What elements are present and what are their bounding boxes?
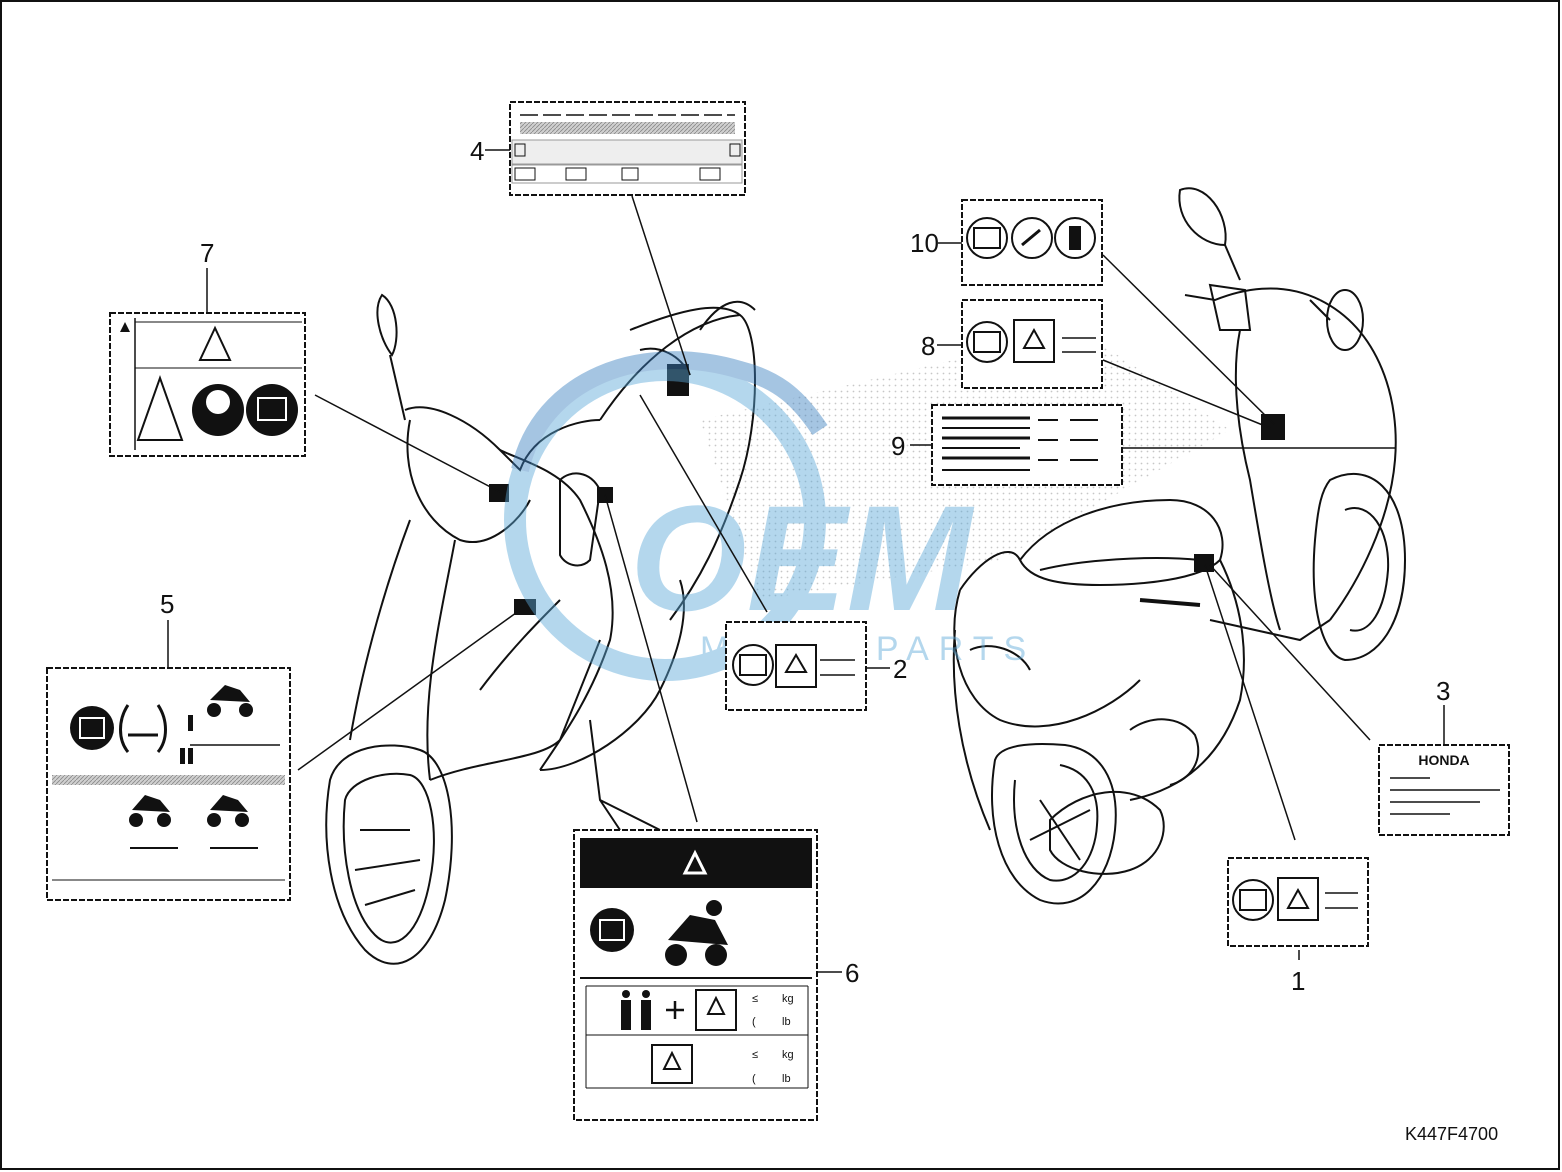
label-6: ≤ kg ( lb ≤ kg ( lb xyxy=(573,829,818,1121)
callout-4: 4 xyxy=(470,136,484,166)
unit-lb-2: lb xyxy=(782,1073,791,1085)
drawing-code: K447F4700 xyxy=(1405,1124,1498,1144)
callout-10: 10 xyxy=(910,228,939,258)
unit-kg: kg xyxy=(782,993,794,1005)
luggage-icon-2 xyxy=(651,1044,693,1084)
leader-lines xyxy=(297,195,1395,960)
label-9 xyxy=(931,404,1123,486)
scooter-front-view xyxy=(325,293,756,965)
label-10 xyxy=(961,199,1103,286)
luggage-weight-icon xyxy=(775,644,817,688)
callout-3: 3 xyxy=(1436,676,1450,706)
motorcycle-icon-2 xyxy=(129,795,171,827)
callout-6: 6 xyxy=(845,958,859,988)
label-3: HONDA xyxy=(1378,744,1510,836)
motorcycle-icon-3 xyxy=(207,795,249,827)
unit-lb: lb xyxy=(782,1016,791,1028)
callout-8: 8 xyxy=(921,331,935,361)
label-3-brand: HONDA xyxy=(1418,752,1469,768)
helmet-warning-icon xyxy=(136,375,184,441)
callout-1: 1 xyxy=(1291,966,1305,996)
manual-icon xyxy=(590,908,634,952)
manual-icon xyxy=(973,227,1001,249)
watermark-brand: OEM xyxy=(630,474,975,642)
le-symbol-2: ≤ xyxy=(752,1049,758,1061)
arrow-up-icon xyxy=(120,322,130,332)
scooter-rear-view xyxy=(952,187,1407,905)
label-5 xyxy=(46,667,291,901)
luggage-icon xyxy=(1013,319,1055,363)
two-persons-icon xyxy=(621,990,651,1030)
svg-text:(: ( xyxy=(752,1016,756,1028)
manual-icon xyxy=(246,384,298,436)
label-4 xyxy=(509,101,746,196)
tire-pressure-icon xyxy=(119,704,167,753)
callout-2: 2 xyxy=(893,654,907,684)
warning-icon xyxy=(198,325,232,361)
label-2 xyxy=(725,621,867,711)
label-8 xyxy=(961,299,1103,389)
le-symbol: ≤ xyxy=(752,993,758,1005)
svg-text:(: ( xyxy=(752,1073,756,1085)
label-1 xyxy=(1227,857,1369,947)
label-7 xyxy=(109,312,306,457)
manual-icon xyxy=(973,331,1001,353)
manual-icon xyxy=(739,654,767,676)
motorcycle-icon xyxy=(207,685,253,717)
warning-icon xyxy=(682,849,708,875)
luggage-icon xyxy=(1277,877,1319,921)
motorcycle-rider-icon xyxy=(665,900,728,966)
callout-7: 7 xyxy=(200,238,214,268)
callout-5: 5 xyxy=(160,589,174,619)
riders-icon xyxy=(180,715,193,764)
unit-kg-2: kg xyxy=(782,1049,794,1061)
callout-9: 9 xyxy=(891,431,905,461)
manual-icon xyxy=(70,706,114,750)
plus-icon xyxy=(666,1001,684,1019)
manual-icon xyxy=(1239,889,1267,911)
